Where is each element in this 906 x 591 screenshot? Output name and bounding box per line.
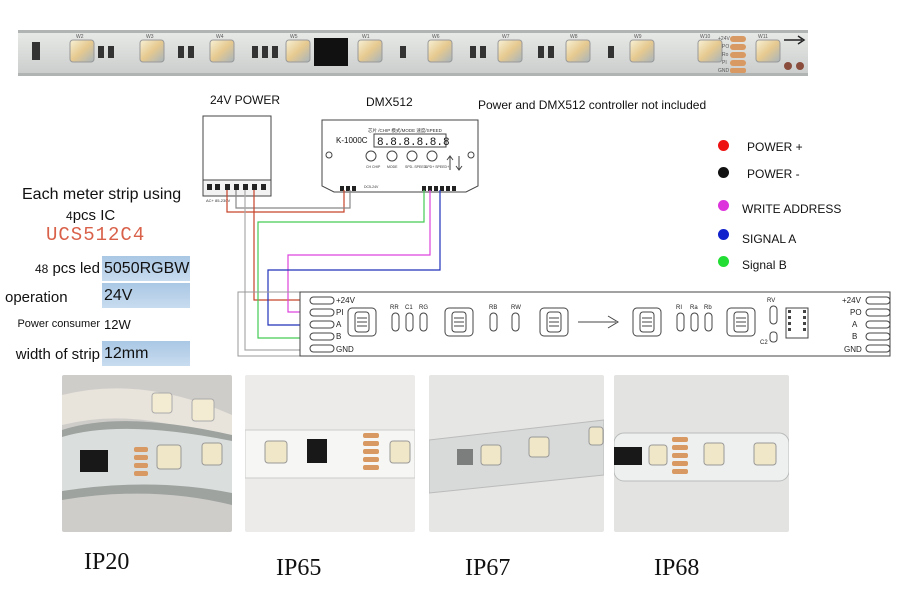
spec-power-label: Power consumer <box>17 318 100 330</box>
rating-ip20: IP20 <box>84 549 130 575</box>
strip-component-label: RW <box>511 305 521 311</box>
controller-ports-label: DC5-24V <box>364 185 379 189</box>
photo-ip65 <box>245 375 415 532</box>
strip-right-pin: GND <box>844 345 862 354</box>
legend-dot-power-pos <box>718 140 729 151</box>
legend-dot-power-neg <box>718 167 729 178</box>
controller-title: DMX512 <box>366 95 413 109</box>
strip-left-pin: PI <box>336 308 344 317</box>
strip-right-pin: PO <box>850 308 862 317</box>
controller-model: K-1000C <box>336 136 368 145</box>
strip-component-label: C2 <box>760 340 768 346</box>
legend-label: POWER + <box>747 140 803 154</box>
top-led-label: W7 <box>502 34 510 40</box>
photo-ip67 <box>429 375 604 532</box>
strip-component-label: RR <box>390 305 399 311</box>
top-led-label: W9 <box>634 34 642 40</box>
strip-component-label: C1 <box>405 305 413 311</box>
strip-component-label: RI <box>676 305 682 311</box>
strip-left-pin: GND <box>336 345 354 354</box>
photo-ip68 <box>614 375 789 532</box>
top-led-label: W6 <box>432 34 440 40</box>
spec-power-value: 12W <box>104 317 131 332</box>
top-led-label: W5 <box>290 34 298 40</box>
top-led-label: W8 <box>570 34 578 40</box>
strip-component-label: Rb <box>704 305 712 311</box>
controller-display: 8.8.8.8.8.8 <box>377 137 450 149</box>
wiring-diagram: AC+ 85-230V 芯片 /CHIP 模式/MODE 速度/SPEED K-… <box>202 115 891 357</box>
legend-label: Signal B <box>742 258 787 272</box>
spec-led-value: 5050RGBW <box>102 256 190 281</box>
controller-button-label: SPD+ SPEED+ <box>425 165 449 169</box>
strip-component-label: Ra <box>690 305 698 311</box>
top-pad-label: PI <box>722 60 727 66</box>
top-pad-label: +24V <box>718 36 730 42</box>
strip-right-pin: A <box>852 320 858 329</box>
strip-left-pin: A <box>336 320 342 329</box>
top-led-label: W2 <box>76 34 84 40</box>
legend-dot-signal-b <box>718 256 729 267</box>
controller-button-label: MODE <box>387 165 398 169</box>
spec-header: Each meter strip using <box>22 186 182 203</box>
power-supply-title: 24V POWER <box>210 93 281 107</box>
spec-operation-value: 24V <box>102 283 190 308</box>
spec-width-value: 12mm <box>102 341 190 366</box>
spec-ic-name: UCS512C4 <box>46 224 146 246</box>
top-led-label: W4 <box>216 34 224 40</box>
photo-ip20 <box>62 375 232 532</box>
top-pad-label: Ro <box>722 52 729 58</box>
top-strip-photo: W2 W3 W4 W5 W1 W6 W7 W8 W9 W10 W11 +24V … <box>18 30 808 76</box>
strip-left-pin: B <box>336 332 341 341</box>
spec-operation-label: operation <box>5 289 68 306</box>
led-count-suffix: pcs led <box>48 260 100 277</box>
strip-right-pin: +24V <box>842 296 862 305</box>
top-pad-label: GND <box>718 68 730 74</box>
top-pad-label: PO <box>722 44 729 50</box>
strip-right-pin: B <box>852 332 857 341</box>
spec-width-label: width of strip <box>15 346 100 363</box>
controller-button-label: CH CHIP <box>366 165 381 169</box>
top-led-label: W1 <box>362 34 370 40</box>
strip-component-label: RG <box>419 305 428 311</box>
led-count-number: 48 <box>34 262 49 276</box>
controller-button-label: SPD- SPEED- <box>405 165 428 169</box>
controller-header: 芯片 /CHIP 模式/MODE 速度/SPEED <box>368 127 443 134</box>
spec-led-label: 48 pcs led <box>0 260 100 277</box>
top-led-label: W11 <box>758 34 768 40</box>
ic-count-suffix: pcs IC <box>72 207 116 224</box>
top-led-label: W3 <box>146 34 154 40</box>
spec-ic-count: 4pcs IC <box>66 207 115 224</box>
strip-component-label: RV <box>767 298 775 304</box>
legend-label: POWER - <box>747 167 800 181</box>
legend-dot-signal-a <box>718 229 729 240</box>
rating-ip67: IP67 <box>465 555 511 581</box>
ic-count-number: 4 <box>66 209 73 223</box>
legend-label: SIGNAL A <box>742 232 797 246</box>
power-terminals-label: AC+ 85-230V <box>206 198 230 203</box>
strip-left-pin: +24V <box>336 296 356 305</box>
strip-component-label: RB <box>489 305 497 311</box>
legend-dot-write-address <box>718 200 729 211</box>
legend-label: WRITE ADDRESS <box>742 202 842 216</box>
rating-ip65: IP65 <box>276 555 322 581</box>
rating-ip68: IP68 <box>654 555 700 581</box>
note-text: Power and DMX512 controller not included <box>478 98 707 112</box>
top-led-label: W10 <box>700 34 711 40</box>
